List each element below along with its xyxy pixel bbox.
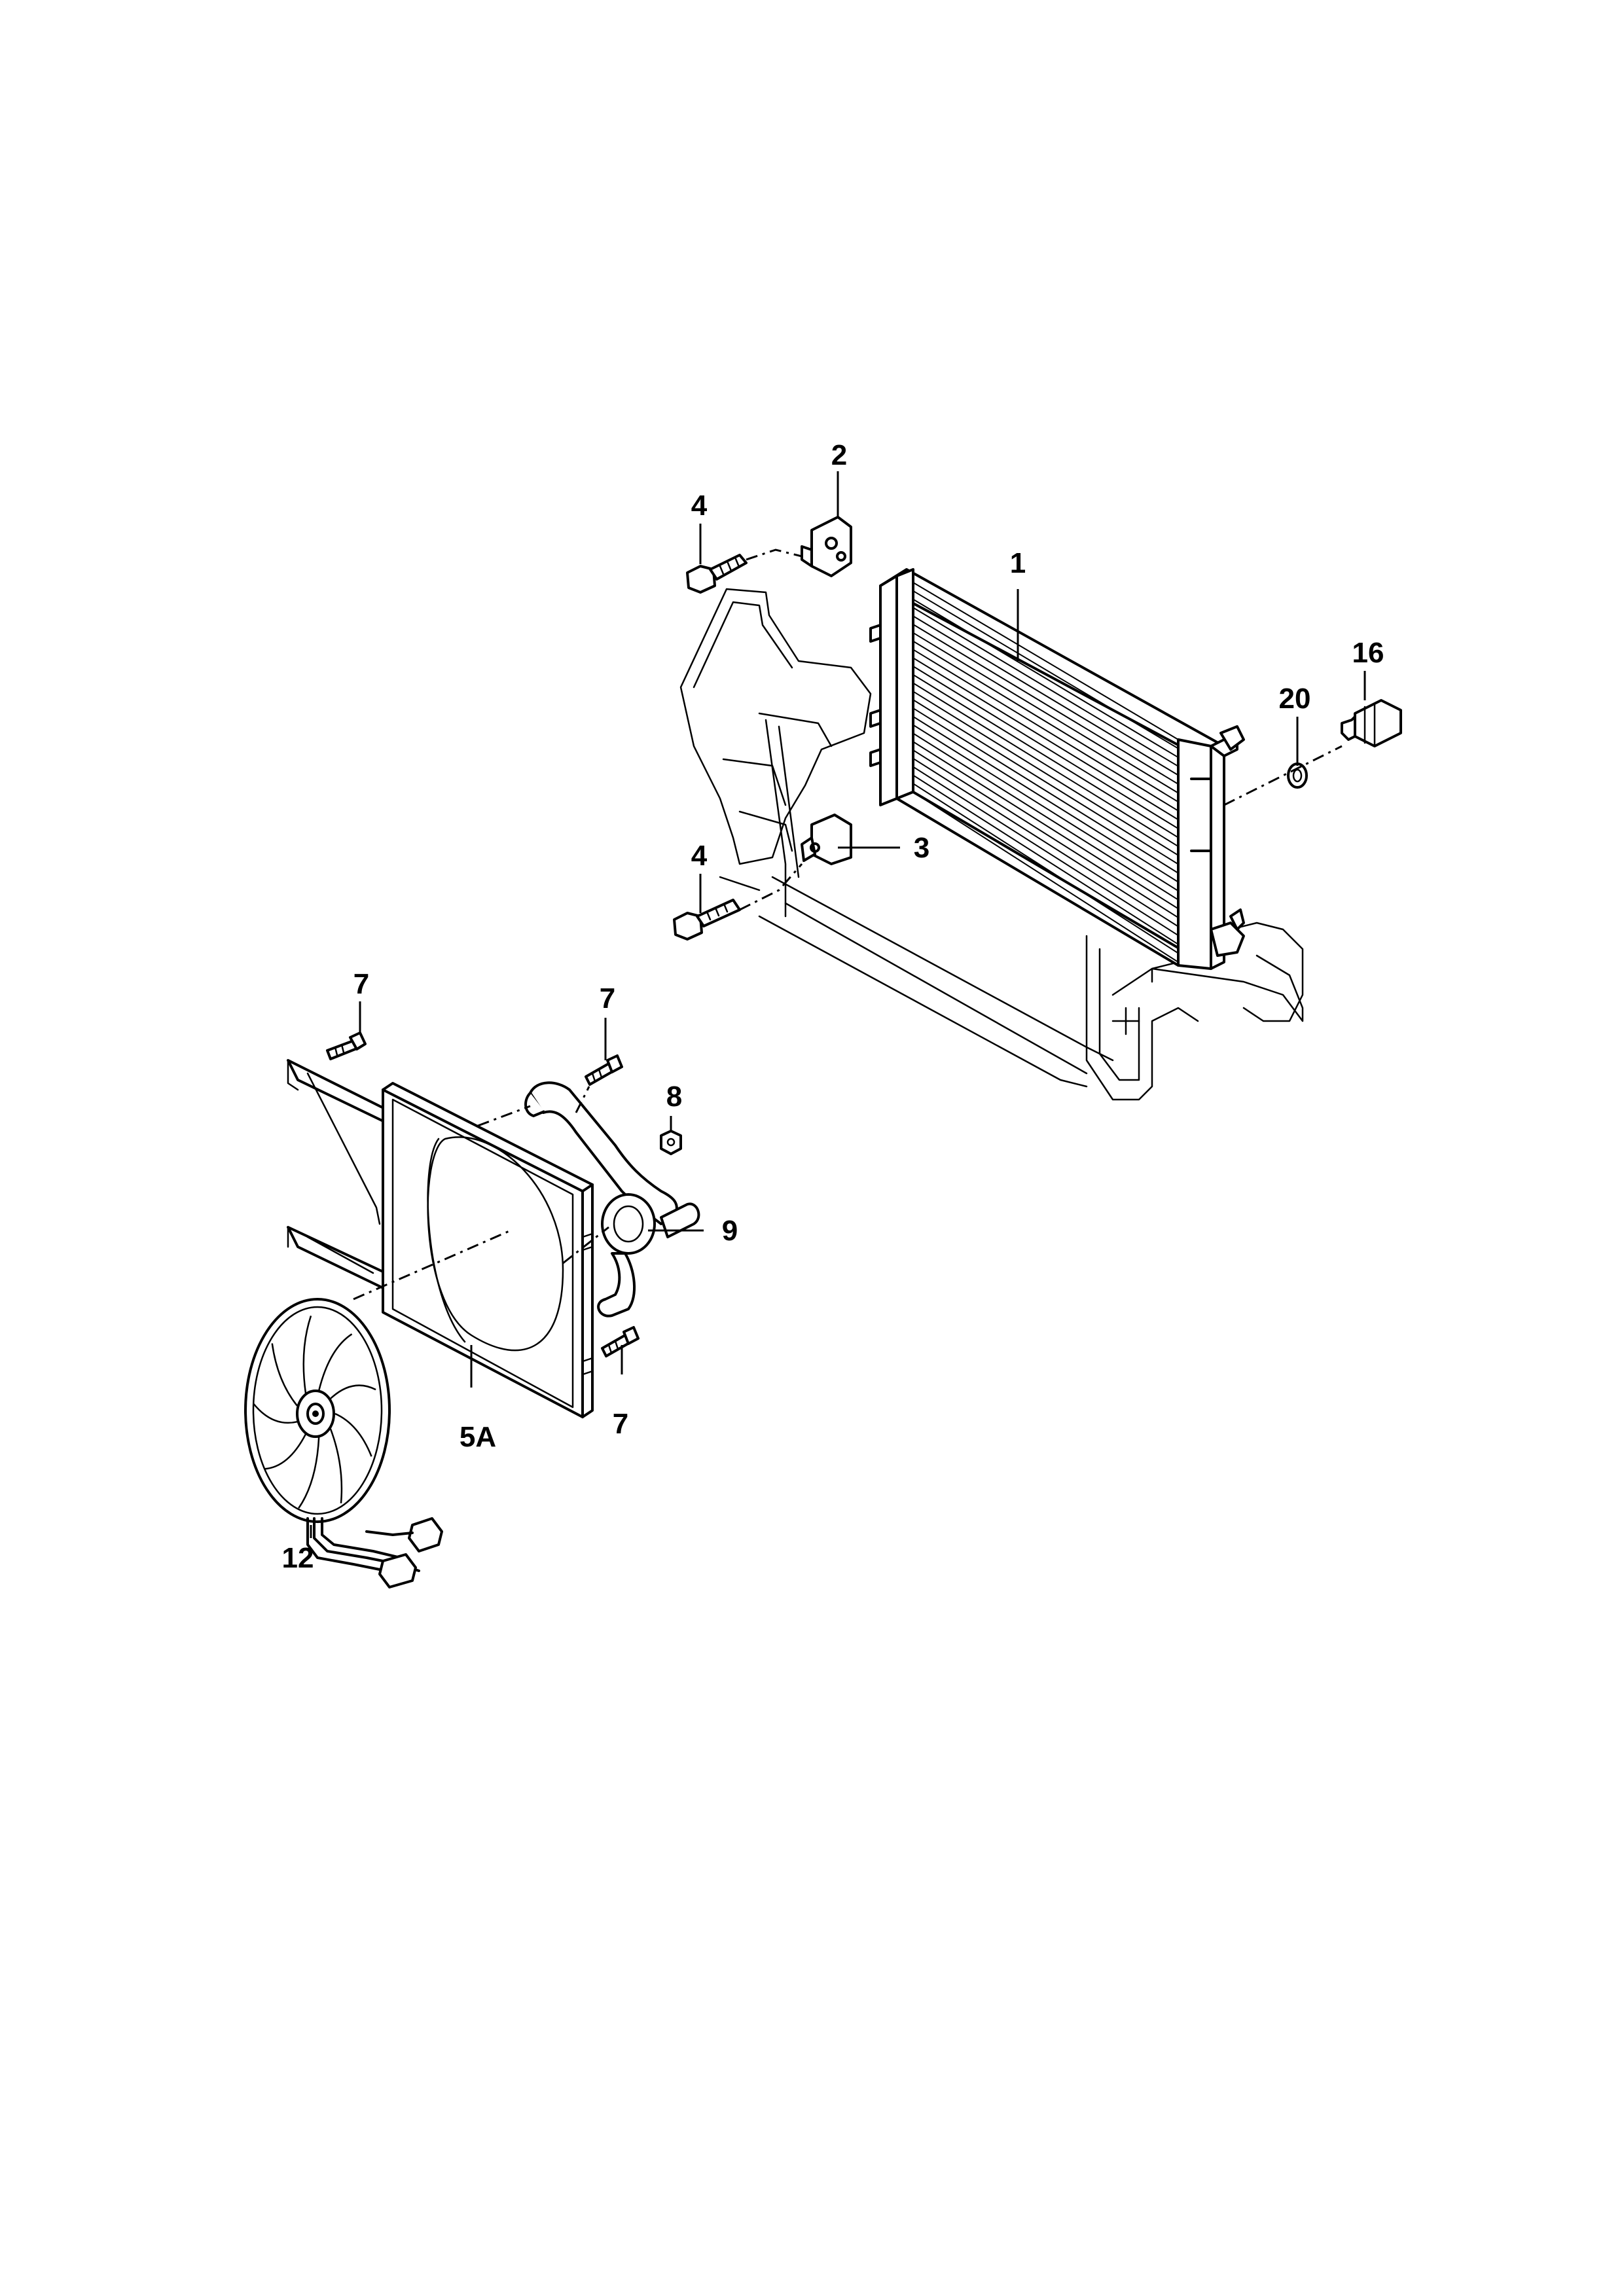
- radiator-fin-line: [912, 732, 1179, 901]
- fan-blade: [334, 1412, 372, 1457]
- radiator-fin-line: [912, 590, 1179, 749]
- callout-switch: 16: [1352, 637, 1384, 669]
- callout-upper-mount: 2: [831, 439, 847, 471]
- radiator-fin-line: [912, 699, 1179, 865]
- callout-labels: 1 2 3 4 4 16 20 7 7 8 9 7 5A 12: [282, 439, 1384, 1574]
- callout-screw-top-left: 7: [353, 968, 369, 1000]
- radiator-fin-line: [912, 766, 1179, 937]
- fan-blade: [329, 1428, 343, 1503]
- radiator-fin-line: [912, 624, 1179, 785]
- radiator: [869, 568, 1245, 970]
- screw-bottom: [601, 1326, 640, 1357]
- fan-blades: [253, 1316, 376, 1509]
- coolant-hose: [524, 1081, 700, 1318]
- bolt-lower: [673, 899, 741, 941]
- callout-lower-mount: 3: [914, 832, 929, 864]
- radiator-fin-line: [912, 682, 1179, 848]
- bolt-upper: [686, 554, 748, 594]
- radiator-fin-line: [912, 791, 1179, 963]
- radiator-fin-line: [912, 724, 1179, 892]
- leader-lines: [310, 471, 1366, 1538]
- fan-blade: [298, 1437, 320, 1509]
- radiator-fin-line: [912, 691, 1179, 856]
- fan-blade: [330, 1384, 376, 1399]
- fan-blade: [317, 1333, 353, 1391]
- screw-top-left: [326, 1031, 367, 1060]
- radiator-fin-line: [912, 757, 1179, 927]
- callout-fan-motor: 12: [282, 1542, 314, 1574]
- fan-blade: [264, 1433, 307, 1470]
- nut: [660, 1130, 682, 1155]
- fan-shroud: [287, 1059, 594, 1418]
- lower-mount: [801, 814, 852, 865]
- radiator-fin-line: [912, 666, 1179, 829]
- upper-mount: [801, 516, 852, 577]
- callout-screw-top-right: 7: [600, 982, 615, 1014]
- fan-blade: [302, 1316, 312, 1393]
- callout-bolt-upper: 4: [691, 490, 708, 522]
- radiator-fin-line: [912, 749, 1179, 918]
- screw-top-right: [585, 1054, 623, 1086]
- radiator-fin-line: [912, 582, 1179, 740]
- fan-blade: [271, 1343, 298, 1407]
- radiator-fin-line: [912, 783, 1179, 954]
- callout-shroud: 5A: [460, 1421, 496, 1453]
- callout-seal-ring: 20: [1279, 683, 1311, 715]
- radiator-fin-line: [912, 715, 1179, 883]
- callout-bolt-lower: 4: [691, 840, 708, 872]
- radiator-fin-line: [912, 774, 1179, 945]
- fan-motor: [244, 1298, 443, 1588]
- callout-radiator: 1: [1010, 547, 1026, 579]
- radiator-fin-line: [912, 673, 1179, 838]
- radiator-fin-line: [912, 615, 1179, 776]
- radiator-fin-line: [912, 607, 1179, 767]
- radiator-fin-line: [912, 741, 1179, 910]
- radiator-fin-line: [912, 708, 1179, 874]
- front-carrier-frame: [679, 588, 1304, 1101]
- thermo-switch: [1341, 699, 1402, 747]
- radiator-fin-line: [912, 640, 1179, 803]
- callout-hose: 9: [722, 1215, 738, 1247]
- callout-screw-bottom: 7: [613, 1408, 628, 1440]
- radiator-fin-line: [912, 649, 1179, 812]
- radiator-fins: [912, 582, 1179, 963]
- radiator-fin-line: [912, 657, 1179, 821]
- assembly-lines: [353, 548, 1343, 1300]
- callout-nut: 8: [666, 1081, 682, 1113]
- fan-blade: [253, 1403, 298, 1424]
- radiator-fin-line: [912, 598, 1179, 759]
- radiator-fin-line: [912, 632, 1179, 794]
